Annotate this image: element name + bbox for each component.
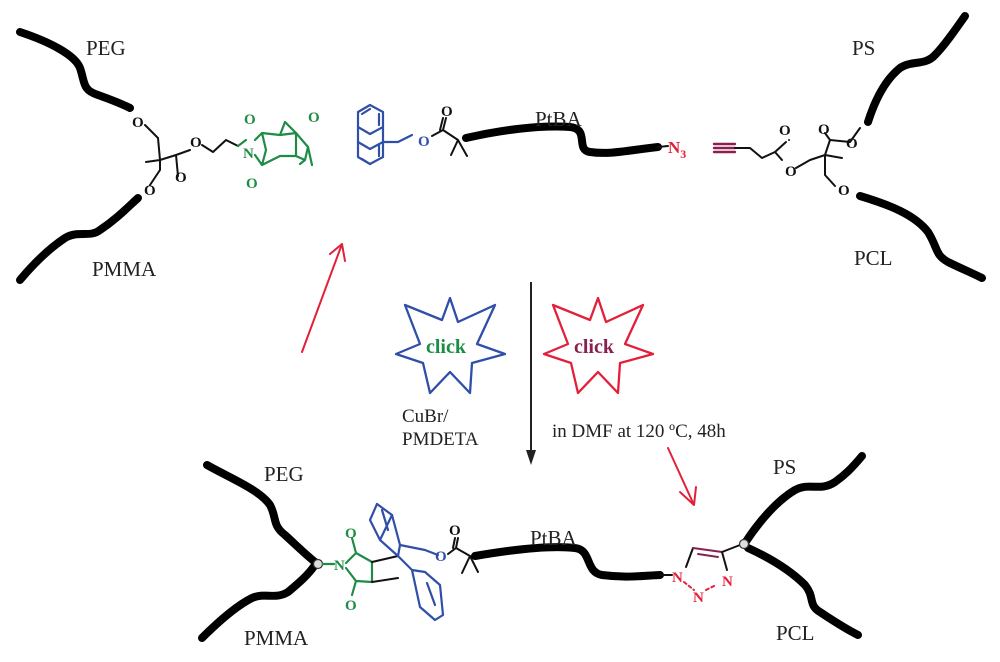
peg-chain — [203, 461, 319, 566]
red-arrow-down — [667, 447, 697, 506]
peg-label: PEG — [264, 462, 304, 486]
top-right-star-core: O O O O O PS PCL — [712, 12, 986, 282]
triazole-nitrogen: N — [722, 574, 733, 590]
oxygen-atom: O — [449, 523, 461, 539]
click-label: click — [574, 336, 615, 358]
nitrogen-atom: N — [334, 558, 345, 574]
pcl-label: PCL — [776, 621, 815, 645]
ester-linker — [431, 117, 468, 157]
oxygen-atom: O — [441, 104, 453, 120]
triazole-nitrogen: N — [672, 570, 683, 586]
peg-chain — [16, 28, 134, 112]
diels-alder-conditions: in DMF at 120 ºC, 48h — [552, 421, 726, 442]
pmma-chain — [16, 194, 142, 284]
core-bonds — [144, 124, 191, 186]
junction-node — [312, 558, 324, 570]
oxygen-atom: O — [345, 526, 357, 542]
alkyne-triple-bond — [712, 142, 737, 154]
ps-chain — [741, 452, 866, 547]
ethyl-linker — [201, 139, 239, 153]
azide-label: N3 — [668, 138, 686, 161]
ptba-chain — [462, 122, 662, 157]
oxygen-atom: O — [190, 135, 202, 151]
click-badge-cuaac: click — [394, 296, 507, 395]
pcl-chain — [744, 544, 862, 639]
click-label: click — [426, 336, 467, 358]
oxygen-atom: O — [132, 115, 144, 131]
oxygen-atom: O — [785, 164, 797, 180]
ptba-chain — [471, 543, 664, 581]
red-arrow-up — [301, 243, 346, 353]
oxygen-atom: O — [779, 123, 791, 139]
click-badge-diels-alder: click — [542, 296, 655, 395]
junction-node — [738, 538, 750, 550]
peg-label: PEG — [86, 36, 126, 60]
cuaac-conditions-line2: PMDETA — [402, 429, 479, 450]
oxygen-atom: O — [435, 549, 447, 565]
triazole-nitrogen: N — [693, 590, 704, 606]
oxygen-atom: O — [818, 122, 830, 138]
oxygen-atom: O — [246, 176, 258, 192]
pcl-chain — [856, 192, 986, 282]
ptba-label: PtBA — [535, 107, 583, 131]
oxygen-atom: O — [244, 112, 256, 128]
oxygen-atom: O — [144, 183, 156, 199]
oxygen-atom: O — [846, 136, 858, 152]
ps-label: PS — [852, 36, 875, 60]
bottom-right-star: PS PCL — [738, 452, 866, 645]
ps-chain — [864, 12, 969, 126]
oxygen-atom: O — [175, 170, 187, 186]
anthracene — [356, 103, 414, 166]
pmma-chain — [198, 561, 319, 642]
top-left-star-core: PEG PMMA O O O O — [16, 28, 239, 284]
azide-bond — [657, 145, 669, 148]
cuaac-conditions-line1: CuBr/ — [402, 406, 449, 427]
diels-alder-adduct: N O O — [321, 502, 445, 622]
ps-label: PS — [773, 455, 796, 479]
maleimide-oxanorbornene: O O O N — [236, 110, 320, 192]
pcl-label: PCL — [854, 246, 893, 270]
oxygen-atom: O — [308, 110, 320, 126]
oxygen-atom: O — [418, 134, 430, 150]
pmma-label: PMMA — [92, 257, 157, 281]
nitrogen-atom: N — [243, 146, 254, 162]
pmma-label: PMMA — [244, 626, 309, 650]
ester-linker — [447, 537, 479, 574]
reaction-arrow-head — [526, 450, 536, 465]
oxygen-atom: O — [345, 598, 357, 614]
oxygen-atom: O — [838, 183, 850, 199]
bottom-left-star: PEG PMMA — [198, 461, 324, 650]
ptba-label: PtBA — [530, 526, 578, 550]
triazole-ring: N N N — [672, 544, 741, 606]
